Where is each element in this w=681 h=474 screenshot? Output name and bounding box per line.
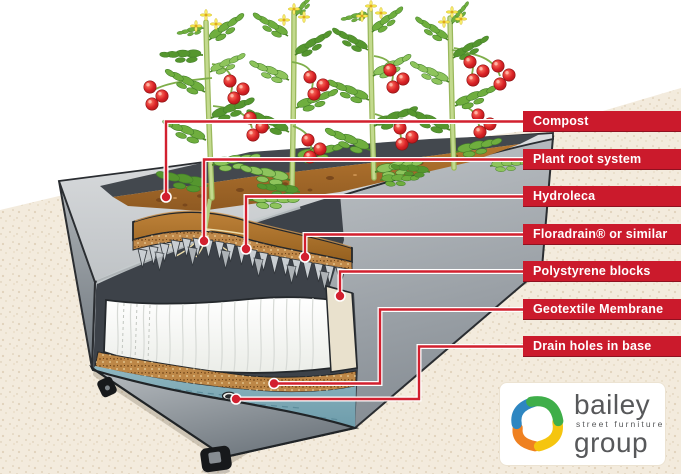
logo-tagline: street furniture <box>576 418 665 429</box>
caster-wheel-front <box>200 445 232 473</box>
caster-wheel-left <box>97 376 117 398</box>
callout-dots <box>161 192 345 404</box>
label-compost: Compost <box>523 111 681 132</box>
label-floradrain: Floradrain® or similar <box>523 224 681 245</box>
label-plant-root-system: Plant root system <box>523 149 681 170</box>
logo-word-bailey: bailey <box>574 388 651 420</box>
callout-line-drain-holes <box>240 345 524 401</box>
callout-line-polystyrene <box>338 270 524 292</box>
bailey-group-logo-mark <box>511 396 564 452</box>
callout-line-floradrain <box>303 233 524 253</box>
bailey-group-logo: bailey street furniture group <box>499 382 666 466</box>
callout-line-geotextile <box>278 308 524 385</box>
label-drain-holes-in-base: Drain holes in base <box>523 336 681 357</box>
callout-line-hydroleca <box>244 195 524 245</box>
polystyrene-cut-face <box>325 285 358 373</box>
callout-line-compost <box>164 120 524 193</box>
callout-line-plant-root-system <box>202 158 524 237</box>
polystyrene-striations <box>116 297 314 372</box>
label-polystyrene-blocks: Polystyrene blocks <box>523 261 681 282</box>
callout-lines <box>160 119 524 405</box>
label-geotextile-membrane: Geotextile Membrane <box>523 299 681 320</box>
label-hydroleca: Hydroleca <box>523 186 681 207</box>
logo-word-group: group <box>574 427 649 459</box>
casters <box>97 376 232 474</box>
logo-text: bailey street furniture group <box>574 388 665 459</box>
